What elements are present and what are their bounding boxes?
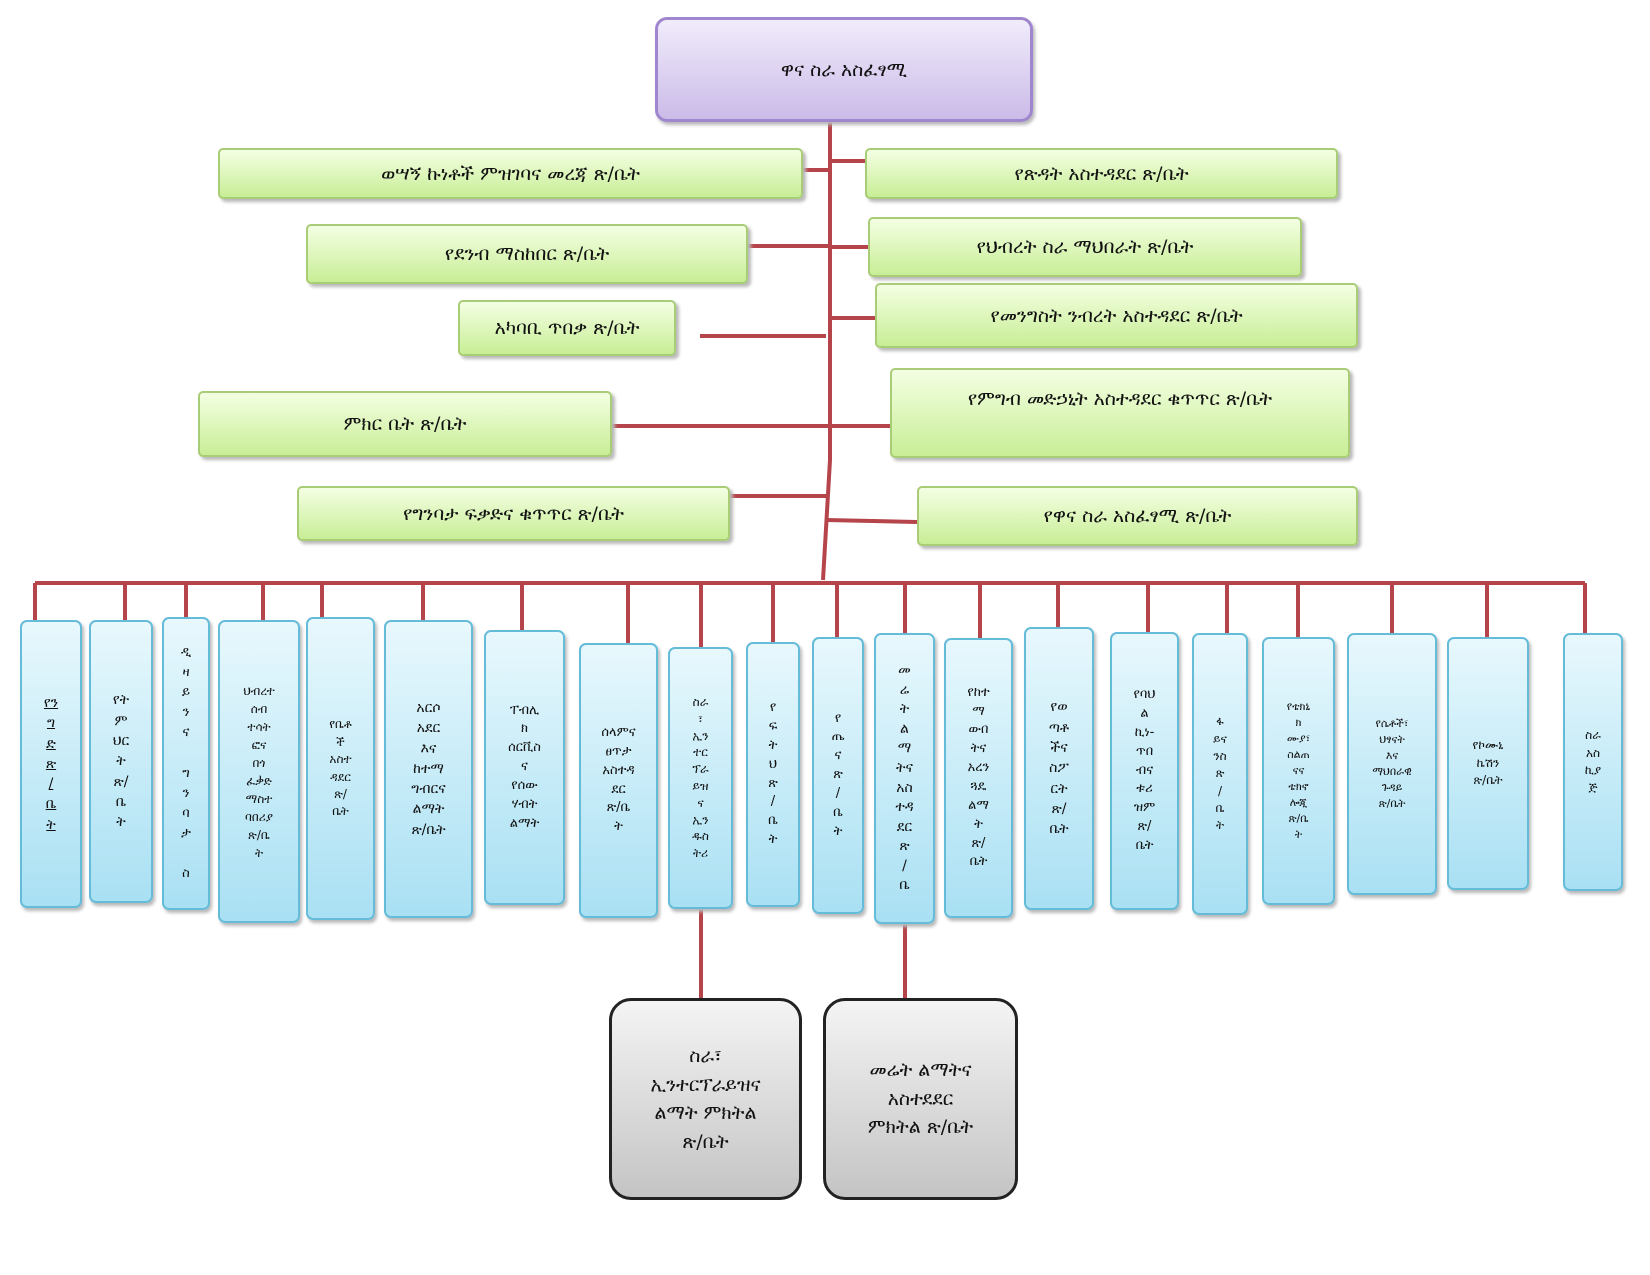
sector-office-education-label: የት ም ህር ት ጽ/ ቤ ት — [112, 692, 130, 831]
sector-office-health-label: የ ጤ ና ጽ / ቤ ት — [831, 710, 845, 839]
sector-office-culture-tourism-label: የባህ ል ኪነ- ጥበ ብና ቱሪ ዝም ጽ/ ቤት — [1133, 687, 1156, 853]
office-chief-executive-box: የዋና ስራ አስፈፃሚ ጽ/ቤት — [917, 486, 1358, 546]
sector-office-city-beautification-label: የከተ ማ ውበ ትና አረን ጓዴ ልማ ት ጽ/ ቤት — [967, 684, 990, 870]
deputy-office-land-box: መሬት ልማትና አስተደደር ምክትል ጽ/ቤት — [823, 998, 1018, 1200]
main-trunk-line — [821, 122, 832, 581]
office-food-drug-control-box: የምግብ መድኃኒት አስተዳደር ቁጥጥር ጽ/ቤት — [890, 368, 1350, 458]
sector-office-civil-service-box: ፐብሊ ክ ሰርቪስ ና የሰው ሃብት ልማት — [484, 630, 565, 905]
sector-office-youth-sports-label: የወ ጣቶ ችና ስፖ ርት ጽ/ ቤት — [1048, 699, 1070, 838]
sector-office-technical-vocational-box: የቴክኒ ክ ሙያ፣ ስልጠ ናና ቴክኖ ሎጂ ጽ/ቤ ት — [1262, 637, 1335, 905]
sector-office-city-beautification-box: የከተ ማ ውበ ትና አረን ጓዴ ልማ ት ጽ/ ቤት — [944, 638, 1013, 918]
sector-office-design-construction-box: ዲ ዛ ይ ን ና ግ ን ባ ታ ስ — [162, 617, 210, 910]
sector-office-technical-vocational-label: የቴክኒ ክ ሙያ፣ ስልጠ ናና ቴክኖ ሎጂ ጽ/ቤ ት — [1286, 700, 1311, 841]
office-building-permit-box: የግንባታ ፍቃድና ቁጥጥር ጽ/ቤት — [297, 486, 730, 541]
sector-office-civil-service-label: ፐብሊ ክ ሰርቪስ ና የሰው ሃብት ልማት — [508, 702, 541, 831]
sector-office-peace-security-box: ሰላምና ፀጥታ አስተዳ ደር ጽ/ቤ ት — [579, 643, 658, 918]
sector-office-community-volunteer-label: ህብረተ ሰብ ተሳት ፎና በጎ ፈቃድ ማስተ ባበሪያ ጽ/ቤ ት — [243, 683, 275, 860]
sector-office-women-children-label: የሴቶች፣ ህፃናት እና ማህበራዊ ጉዳይ ጽ/ቤት — [1372, 717, 1412, 810]
deputy-office-enterprise-box: ስራ፣ ኢንተርፕራይዝና ልማት ምክትል ጽ/ቤት — [609, 998, 802, 1200]
office-sanitation-box: የጽዳት አስተዳደር ጽ/ቤት — [865, 148, 1338, 199]
sector-office-urban-agriculture-box: አርሶ አደር እና ከተማ ግብርና ልማት ጽ/ቤት — [384, 620, 473, 918]
sector-office-enterprise-industry-box: ስራ ፣ ኢን ተር ፕራ ይዝ ና ኢን ዱስ ትሪ — [668, 647, 733, 909]
sector-office-finance-label: ፋ ይና ንስ ጽ / ቤ ት — [1213, 714, 1227, 833]
office-council-box: ምክር ቤት ጽ/ቤት — [198, 391, 612, 457]
sector-office-education-box: የት ም ህር ት ጽ/ ቤ ት — [89, 620, 153, 903]
sector-office-housing-box: የቤቶ ች አስተ ዳደር ጽ/ ቤት — [306, 617, 375, 920]
sector-office-urban-agriculture-label: አርሶ አደር እና ከተማ ግብርና ልማት ጽ/ቤት — [411, 699, 446, 838]
sector-office-justice-label: የ ፍ ት ህ ጽ / ቤ ት — [768, 700, 778, 848]
sector-office-trade-label: የን ግ ድ ጽ / ቤ ት — [43, 694, 59, 833]
sector-office-health-box: የ ጤ ና ጽ / ቤ ት — [812, 637, 864, 914]
sector-office-design-construction-label: ዲ ዛ ይ ን ና ግ ን ባ ታ ስ — [180, 644, 192, 882]
branch-right-5-line — [825, 518, 918, 524]
office-civil-registration-box: ወሣኝ ኩነቶች ምዝገባና መረጃ ጽ/ቤት — [218, 148, 803, 199]
office-environment-box: አካባቢ ጥበቃ ጽ/ቤት — [458, 300, 676, 356]
sector-office-women-children-box: የሴቶች፣ ህፃናት እና ማህበራዊ ጉዳይ ጽ/ቤት — [1347, 633, 1437, 895]
sector-office-land-development-box: መ ሬ ት ል ማ ትና አስ ተዳ ደር ጽ / ቤ — [874, 633, 935, 924]
sector-office-peace-security-label: ሰላምና ፀጥታ አስተዳ ደር ጽ/ቤ ት — [601, 724, 636, 835]
sector-office-youth-sports-box: የወ ጣቶ ችና ስፖ ርት ጽ/ ቤት — [1024, 627, 1094, 910]
office-code-enforcement-box: የደንብ ማስከበር ጽ/ቤት — [306, 224, 748, 284]
sector-office-housing-label: የቤቶ ች አስተ ዳደር ጽ/ ቤት — [329, 717, 352, 819]
sector-office-culture-tourism-box: የባህ ል ኪነ- ጥበ ብና ቱሪ ዝም ጽ/ ቤት — [1110, 632, 1179, 910]
office-government-property-box: የመንግስት ንብረት አስተዳደር ጽ/ቤት — [875, 283, 1358, 348]
sector-office-community-volunteer-box: ህብረተ ሰብ ተሳት ፎና በጎ ፈቃድ ማስተ ባበሪያ ጽ/ቤ ት — [218, 620, 300, 923]
sector-office-trade-box: የን ግ ድ ጽ / ቤ ት — [20, 620, 82, 908]
sector-office-finance-box: ፋ ይና ንስ ጽ / ቤ ት — [1192, 633, 1248, 915]
sector-office-land-development-label: መ ሬ ት ል ማ ትና አስ ተዳ ደር ጽ / ቤ — [895, 661, 914, 894]
sector-office-communication-box: የኮሙኒ ኬሽን ጽ/ቤት — [1447, 637, 1529, 890]
head-office-box: ዋና ስራ አስፈፃሚ — [655, 17, 1033, 122]
sector-office-executive-manager-box: ስራ አስ ኪያ ጅ — [1563, 633, 1623, 891]
sector-office-justice-box: የ ፍ ት ህ ጽ / ቤ ት — [746, 642, 800, 907]
sector-office-communication-label: የኮሙኒ ኬሽን ጽ/ቤት — [1472, 738, 1504, 788]
sector-office-enterprise-industry-label: ስራ ፣ ኢን ተር ፕራ ይዝ ና ኢን ዱስ ትሪ — [692, 695, 709, 861]
sector-office-executive-manager-label: ስራ አስ ኪያ ጅ — [1584, 728, 1602, 795]
office-cooperatives-box: የህብረት ስራ ማህበራት ጽ/ቤት — [868, 217, 1302, 277]
